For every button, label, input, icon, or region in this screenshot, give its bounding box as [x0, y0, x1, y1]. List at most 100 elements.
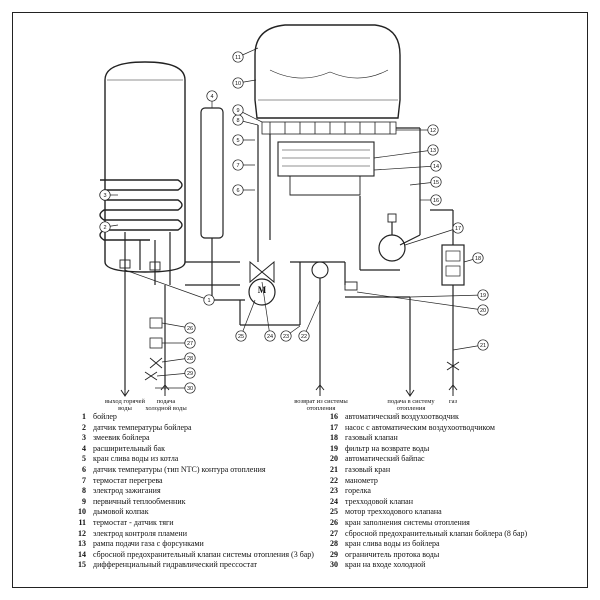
callout-number: 8	[236, 118, 239, 124]
callout-circle	[430, 176, 442, 188]
callout-circle	[472, 252, 484, 264]
callout-number: 5	[236, 138, 239, 144]
callout-circle	[427, 144, 439, 156]
legend-text: горелка	[345, 486, 371, 496]
callout-number: 11	[235, 55, 241, 61]
gas-label: газ	[448, 398, 458, 405]
callout-markers: 1234567891011121314151617181920212223242…	[99, 47, 489, 394]
callout-circle	[477, 289, 489, 301]
legend-text: дымовой колпак	[93, 507, 149, 517]
legend-text: сбросной предохранительный клапан бойлер…	[345, 528, 528, 538]
callout-circle	[232, 134, 244, 146]
callout-number: 19	[480, 293, 486, 299]
legend-item: 10 дымовой колпак	[64, 507, 314, 518]
legend-number: 9	[82, 496, 86, 506]
legend-number: 23	[330, 486, 338, 496]
callout-number: 24	[267, 334, 273, 340]
expansion-tank	[200, 107, 224, 300]
cold-water-valves	[144, 317, 163, 381]
legend-number: 25	[330, 507, 338, 517]
legend-text: автоматический воздухоотводчик	[345, 412, 459, 421]
callout-circle	[99, 221, 111, 233]
callout-circle	[232, 159, 244, 171]
legend-number: 10	[78, 507, 86, 517]
legend-text: дифференциальный гидравлический прессост…	[93, 560, 258, 570]
callout-leader	[373, 165, 437, 171]
callout-number: 2	[103, 225, 106, 231]
legend-number: 5	[82, 454, 86, 464]
legend-number: 29	[330, 549, 338, 559]
legend-text: трехходовой клапан	[345, 496, 414, 506]
legend-number: 22	[330, 475, 338, 485]
legend-number: 3	[82, 433, 86, 443]
gas-valve	[430, 209, 465, 390]
legend-number: 30	[330, 560, 338, 570]
callout-leader	[261, 281, 271, 337]
legend-number: 1	[82, 412, 86, 421]
callout-circle	[203, 294, 215, 306]
legend-number: 21	[330, 464, 338, 474]
boiler-coil	[99, 179, 183, 241]
callout-number: 25	[238, 334, 244, 340]
callout-number: 15	[433, 180, 439, 186]
legend-number: 28	[330, 539, 338, 549]
legend-item: 8 электрод зажигания	[64, 486, 314, 497]
diagram-frame	[12, 12, 588, 588]
callout-circle	[99, 189, 111, 201]
callout-circle	[235, 330, 247, 342]
legend-number: 8	[82, 486, 86, 496]
callout-number: 26	[187, 326, 193, 332]
callout-circle	[232, 51, 244, 63]
legend-item: 23 горелка	[316, 486, 527, 497]
callout-circle	[427, 124, 439, 136]
callout-leader	[124, 269, 210, 301]
legend-item: 1 бойлер	[64, 412, 314, 423]
legend-text: термостат - датчик тяги	[93, 517, 174, 527]
legend-text: рампа подачи газа с форсунками	[93, 539, 204, 549]
tank-pipes	[119, 232, 171, 390]
legend-text: ограничитель протока воды	[345, 549, 440, 559]
motor-label: M	[257, 285, 267, 295]
legend-text: электрод зажигания	[93, 486, 161, 496]
flue-hood	[254, 24, 401, 119]
manometer	[311, 261, 329, 300]
legend-text: расширительный бак	[93, 443, 165, 453]
legend-text: автоматический байпас	[345, 454, 425, 464]
heat-exchanger	[261, 121, 397, 135]
callout-circle	[206, 90, 218, 102]
legend-number: 15	[78, 560, 86, 570]
callout-number: 18	[475, 256, 481, 262]
callout-leader	[373, 149, 434, 159]
burner	[277, 141, 375, 196]
legend-number: 7	[82, 475, 86, 485]
legend-text: бойлер	[93, 412, 117, 421]
callout-number: 7	[236, 163, 239, 169]
legend-number: 12	[78, 528, 86, 538]
legend-item: 13 рампа подачи газа с форсунками	[64, 539, 314, 550]
legend-text: термостат перегрева	[93, 475, 163, 485]
callout-circle	[232, 104, 244, 116]
callout-number: 16	[433, 198, 439, 204]
legend-number: 13	[78, 539, 86, 549]
callout-number: 20	[480, 308, 486, 314]
callout-circle	[184, 352, 196, 364]
connection-arrows	[120, 384, 458, 397]
